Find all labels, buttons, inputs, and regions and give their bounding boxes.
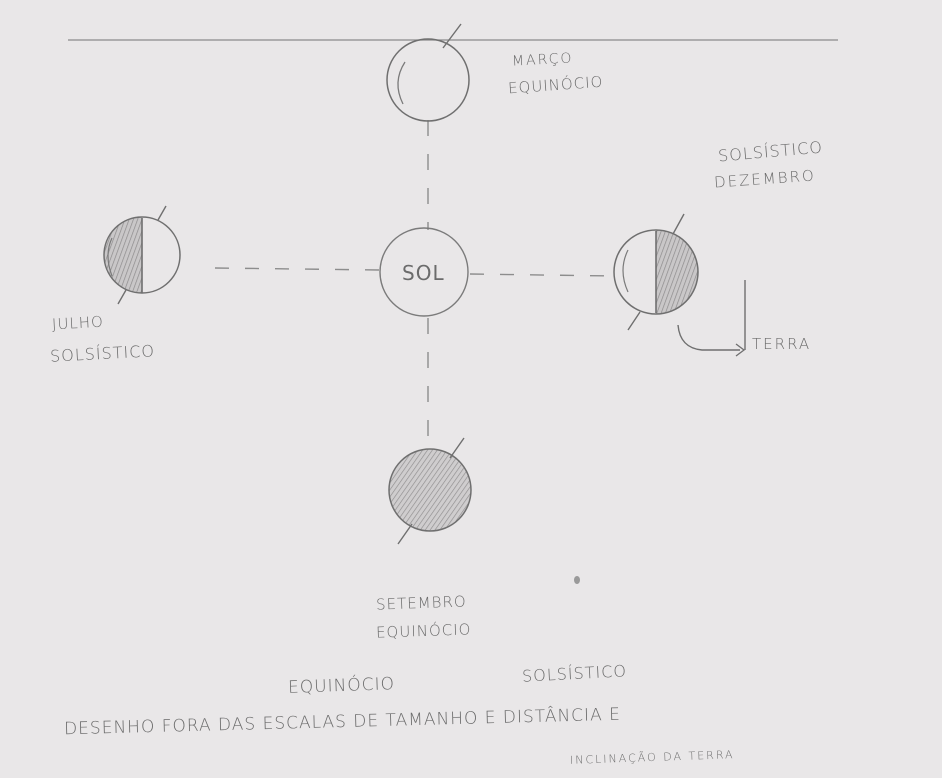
earth-june [103, 205, 181, 305]
axis-horizontal-left [214, 267, 381, 271]
earth-axis-june-bottom [117, 289, 127, 305]
earth-september [388, 437, 472, 545]
earth-axis-march [442, 23, 462, 49]
earth-march [386, 23, 470, 122]
sun-circle [379, 227, 469, 317]
terra-pointer [677, 280, 746, 351]
earth-december [613, 213, 699, 331]
label-march: MARÇO [511, 50, 574, 70]
earth-axis-december-top [672, 213, 685, 235]
earth-axis-june-top [157, 205, 167, 221]
axis-horizontal-right [469, 273, 615, 277]
label-june: JULHO [51, 312, 105, 334]
earth-axis-december-bottom [627, 311, 641, 331]
label-september-equinox: EQUINÓCIO [375, 620, 472, 642]
earth-axis-september-top [449, 437, 465, 459]
earth-axis-september-bottom [397, 523, 413, 545]
sun-label: SOL [402, 261, 445, 285]
note-equinox: EQUINÓCIO [287, 674, 396, 698]
label-earth: TERRA [752, 335, 812, 353]
label-september: SETEMBRO [375, 592, 467, 614]
